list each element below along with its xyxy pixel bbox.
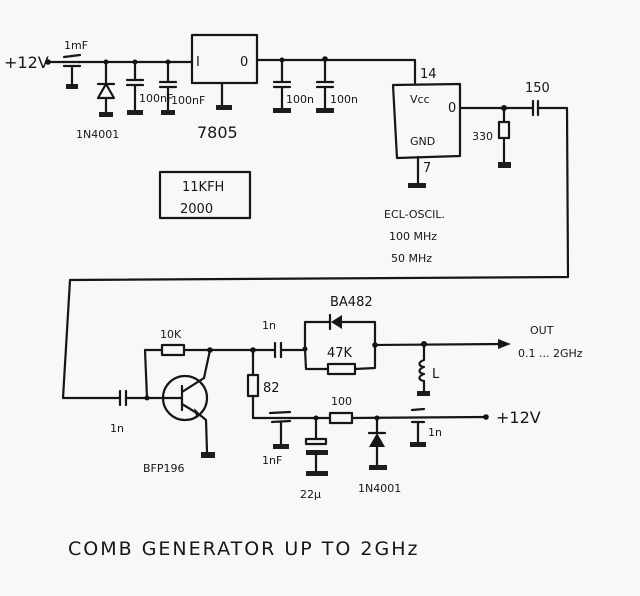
resistor-branch-wire	[303, 343, 377, 371]
ground-symbol	[161, 110, 175, 115]
input-voltage-label: +12V	[4, 53, 49, 72]
oscillator-desc-line1: ECL-OSCIL.	[384, 208, 445, 221]
oscillator-desc-line3: 50 MHz	[391, 252, 432, 265]
inductor	[417, 342, 430, 396]
decoupling-cap-label: 1nF	[262, 454, 282, 467]
stamp-line1: 11KFH	[182, 180, 224, 195]
transistor	[161, 348, 215, 458]
input-wire	[61, 278, 174, 400]
collector-resistor-wire	[251, 348, 283, 420]
regulated-rail-wire	[255, 58, 417, 86]
oscillator-desc-line2: 100 MHz	[389, 230, 437, 243]
supply-rail-wire	[279, 415, 487, 420]
schematic-title: COMB GENERATOR UP TO 2GHz	[68, 538, 419, 560]
supply-terminal	[483, 414, 489, 420]
ground-symbol	[316, 108, 334, 113]
input-capacitor-100nf-1	[125, 59, 145, 115]
collector-resistor	[246, 373, 260, 398]
author-stamp: 11KFH 2000	[158, 170, 252, 220]
electrolytic-label: 22µ	[300, 488, 321, 501]
vcc-pin-number: 14	[420, 67, 437, 82]
bias-resistor	[160, 343, 186, 357]
gnd-pin-label: GND	[410, 135, 435, 148]
feedthrough-capacitor-1n	[410, 407, 426, 447]
output-capacitor-100n-1	[272, 57, 292, 113]
ground-symbol	[410, 442, 426, 447]
regulator-pin-out: 0	[240, 55, 248, 70]
ground-symbol	[99, 112, 113, 117]
parallel-resistor	[326, 362, 357, 376]
coupling-capacitor-150	[531, 99, 540, 117]
ground-symbol	[216, 105, 232, 110]
cap-out-2-label: 100n	[330, 93, 358, 106]
parallel-resistor-label: 47K	[327, 346, 353, 361]
input-cap-label: 1n	[110, 422, 124, 435]
regulator-pin-in: I	[196, 55, 200, 70]
diode-2-label: 1N4001	[358, 482, 401, 495]
load-resistor	[497, 106, 511, 168]
protection-diode-2	[367, 416, 387, 470]
ground-symbol	[306, 471, 328, 476]
oscillator-section: 14 Vcc GND 0 7 330 150 ECL-OSCIL. 100 MH…	[68, 67, 570, 282]
ground-symbol	[273, 108, 291, 113]
power-supply-section: +12V 1mF 1N4001 100nF	[4, 33, 417, 142]
cap-out-1-label: 100n	[286, 93, 314, 106]
diode-1-label: 1N4001	[76, 128, 119, 141]
ground-symbol	[273, 444, 289, 449]
decoupling-capacitor-1nf	[268, 410, 292, 449]
cap-in-2-label: 100nF	[171, 94, 205, 107]
load-resistor-label: 330	[472, 130, 493, 143]
ground-symbol	[127, 110, 143, 115]
transistor-label: BFP196	[143, 462, 185, 475]
output-pin-label: 0	[448, 101, 456, 116]
output-coupling-cap-label: 1n	[262, 319, 276, 332]
collector-resistor-label: 82	[263, 381, 280, 396]
supply-label: +12V	[496, 408, 541, 427]
diode-label: BA482	[330, 295, 373, 310]
ground-symbol	[66, 84, 78, 89]
cap-in-1-label: 100nF	[139, 92, 173, 105]
bias-wire	[143, 348, 212, 400]
output-label: OUT	[530, 324, 554, 337]
output-arrow-icon	[498, 339, 511, 349]
series-resistor-label: 100	[331, 395, 352, 408]
ground-symbol	[201, 452, 215, 458]
feedthrough-cap-label: 1n	[428, 426, 442, 439]
series-resistor	[328, 411, 354, 425]
comb-generator-section: 1n 10K BFP196 82 1n BA482	[61, 278, 583, 501]
bias-resistor-label: 10K	[160, 328, 182, 341]
gnd-pin-number: 7	[423, 161, 431, 176]
ground-symbol	[417, 391, 430, 396]
input-cap-label: 1mF	[64, 39, 88, 52]
inductor-label: L	[432, 367, 440, 382]
schottky-diode	[328, 313, 342, 331]
electrolytic-capacitor	[304, 416, 328, 476]
vcc-pin-label: Vcc	[410, 93, 430, 106]
output-wire	[373, 342, 507, 347]
output-range-label: 0.1 ... 2GHz	[518, 347, 583, 360]
stamp-line2: 2000	[180, 202, 213, 217]
output-coupling-capacitor	[273, 341, 283, 359]
input-capacitor-1n	[118, 389, 128, 407]
oscillator-output-wire	[68, 106, 570, 282]
coupling-cap-label: 150	[525, 81, 550, 96]
ground-symbol	[498, 162, 511, 168]
regulator-name: 7805	[197, 123, 238, 142]
diode-branch-wire	[303, 320, 377, 351]
oscillator-block	[391, 82, 462, 160]
ground-symbol	[369, 465, 387, 470]
protection-diode-1	[96, 59, 116, 117]
output-capacitor-100n-2	[315, 56, 335, 113]
ground-symbol	[408, 183, 426, 188]
input-capacitor	[61, 53, 82, 89]
input-capacitor-100nf-2	[158, 59, 178, 115]
